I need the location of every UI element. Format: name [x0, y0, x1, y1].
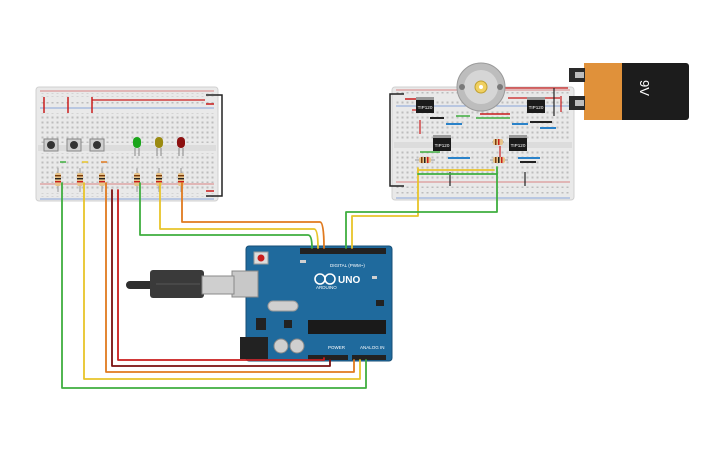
battery-label: 9V [637, 80, 652, 96]
board-model-label: UNO [338, 275, 360, 286]
resistor[interactable] [490, 157, 508, 163]
power-header-label: POWER [328, 345, 346, 350]
wire-red[interactable] [117, 189, 325, 361]
transistor-3[interactable]: TIP120 [433, 135, 451, 151]
transistor-label: TIP120 [435, 143, 450, 148]
resistor[interactable] [55, 168, 61, 192]
transistor-4[interactable]: TIP120 [509, 135, 527, 151]
atmega-chip [308, 320, 386, 334]
resistor[interactable] [77, 168, 83, 192]
resistor[interactable] [492, 139, 504, 145]
usb-port [231, 270, 259, 298]
transistor-label: TIP120 [529, 105, 544, 110]
led-3[interactable] [177, 137, 185, 156]
arduino-uno-board[interactable]: DIGITAL (PWM~) UNO ARDUINO POWER ANALOG … [231, 245, 393, 362]
arduino-brand-label: ARDUINO [316, 285, 337, 290]
breadboard-left[interactable] [35, 86, 223, 202]
wire-green[interactable] [345, 166, 498, 249]
led-2[interactable] [155, 137, 163, 156]
transistor-label: TIP120 [511, 143, 526, 148]
battery-9v[interactable]: 9V [569, 63, 689, 120]
wire-dark-red[interactable] [111, 189, 331, 367]
transistor-label: TIP120 [418, 105, 433, 110]
arduino-logo [314, 273, 336, 285]
wire-orange[interactable] [181, 182, 325, 249]
pushbutton-3[interactable] [89, 138, 105, 152]
resistor[interactable] [134, 168, 140, 192]
wire-orange[interactable] [105, 182, 355, 373]
led-1[interactable] [133, 137, 141, 156]
resistor[interactable] [99, 168, 105, 192]
pushbutton-1[interactable] [43, 138, 59, 152]
power-jack [240, 337, 268, 359]
transistor-2[interactable]: TIP120 [527, 97, 545, 113]
digital-header-label: DIGITAL (PWM~) [330, 263, 365, 268]
wire-yellow[interactable] [351, 167, 419, 249]
wire-yellow[interactable] [159, 182, 319, 249]
resistor[interactable] [415, 157, 435, 163]
dc-motor[interactable] [456, 62, 506, 112]
pushbutton-2[interactable] [66, 138, 82, 152]
wire-yellow[interactable] [83, 182, 361, 380]
transistor-1[interactable]: TIP120 [416, 97, 434, 113]
usb-cable[interactable] [126, 270, 235, 298]
analog-header-label: ANALOG IN [360, 345, 385, 350]
wire-green[interactable] [61, 182, 367, 389]
wire-green[interactable] [139, 182, 313, 249]
